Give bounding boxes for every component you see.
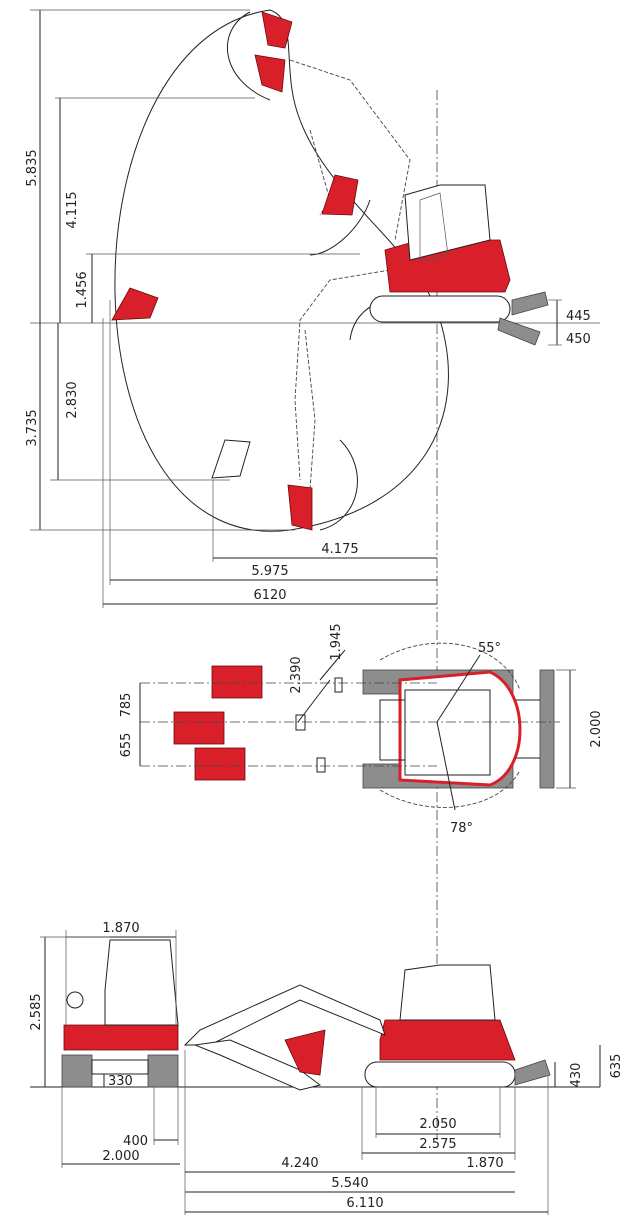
bucket-top-view-1: [211, 665, 263, 699]
dim-offset-bottom: 2.390: [289, 656, 304, 693]
track-side: [369, 295, 511, 323]
dim-ground-clearance: 330: [108, 1074, 133, 1089]
dim-radius-at-depth: 4.175: [321, 542, 358, 557]
side-body: [379, 1019, 516, 1061]
arm-lower-outline: [304, 329, 316, 491]
front-track-left: [61, 1054, 93, 1088]
dim-transport-length: 6.110: [346, 1196, 383, 1211]
dim-track-width: 400: [123, 1134, 148, 1149]
dim-offset-width-top: 785: [119, 693, 134, 718]
dim-max-dig-height: 5.835: [25, 149, 40, 186]
dim-front-length: 4.240: [281, 1156, 318, 1171]
dim-reach-at-ground: 5.975: [251, 564, 288, 579]
side-track: [364, 1061, 516, 1088]
side-boom: [183, 984, 386, 1046]
working-envelope: [114, 9, 449, 532]
dim-blade-width: 2.000: [589, 710, 604, 747]
side-arm: [193, 1039, 322, 1091]
bucket-depth-outline: [211, 439, 251, 479]
blade-up: [511, 291, 549, 316]
side-cab: [399, 964, 496, 1021]
cab-window: [419, 192, 449, 263]
dim-height: 2.585: [29, 993, 44, 1030]
dim-blade-lift: 445: [566, 309, 591, 324]
cab: [404, 184, 491, 261]
bucket-top-1: [261, 11, 293, 49]
boom-base-top: [379, 699, 406, 761]
boom-lower-outline: [294, 269, 391, 481]
dim-rear-length: 1.870: [466, 1156, 503, 1171]
horizontal-dims: [102, 300, 437, 608]
front-body: [63, 1024, 179, 1051]
front-mirror: [66, 991, 84, 1009]
vertical-dims: [30, 9, 360, 531]
dim-vertical-wall-depth: 2.830: [65, 381, 80, 418]
bucket-deep: [287, 484, 313, 531]
dim-blade-height: 430: [569, 1063, 584, 1088]
bucket-top-2: [254, 54, 286, 93]
boom-upper-outline: [289, 59, 411, 241]
bucket-mid: [321, 174, 359, 216]
dim-max-dig-depth: 3.735: [25, 409, 40, 446]
dim-offset-width-bottom: 655: [119, 733, 134, 758]
bucket-top-view-2: [173, 711, 225, 745]
bucket-set: [173, 665, 343, 781]
dim-blade-drop: 450: [566, 332, 591, 347]
front-track-right: [147, 1054, 179, 1088]
envelope-inner-bottom: [319, 439, 358, 531]
swing-arc-top: [379, 642, 521, 691]
cab-top: [404, 689, 491, 776]
front-cab: [104, 939, 179, 1026]
dim-track-length: 2.575: [419, 1137, 456, 1152]
dim-tumbler-length: 2.050: [419, 1117, 456, 1132]
swing-arc-bottom: [379, 769, 521, 808]
dim-max-dump-height: 4.115: [65, 191, 80, 228]
dim-angle-right: 55°: [478, 641, 501, 656]
transport-view: 1.870 2.585 330 400 2.000 430 635 2.050: [29, 921, 624, 1215]
dim-offset-top: 1.945: [329, 623, 344, 660]
bucket-top-view-3: [194, 747, 246, 781]
dim-front-width: 1.870: [102, 921, 139, 936]
working-range-view: 5.835 4.115 1.456 3.735 2.830 445 450 4.…: [25, 9, 600, 1140]
dim-min-dump-height: 1.456: [75, 271, 90, 308]
side-bucket: [284, 1029, 326, 1076]
dim-angle-left: 78°: [450, 821, 473, 836]
bucket-far: [111, 287, 159, 321]
dim-transport-length-no-blade: 5.540: [331, 1176, 368, 1191]
side-blade: [514, 1059, 551, 1086]
envelope-inner-top: [226, 11, 271, 101]
dim-track-height: 635: [609, 1054, 624, 1079]
top-view: 785 655 1.945 2.390 55° 78° 2.000: [119, 623, 604, 836]
dim-overall-width: 2.000: [102, 1149, 139, 1164]
dim-max-reach: 6120: [253, 588, 286, 603]
blade-top: [539, 669, 555, 789]
blade-down: [497, 317, 541, 346]
